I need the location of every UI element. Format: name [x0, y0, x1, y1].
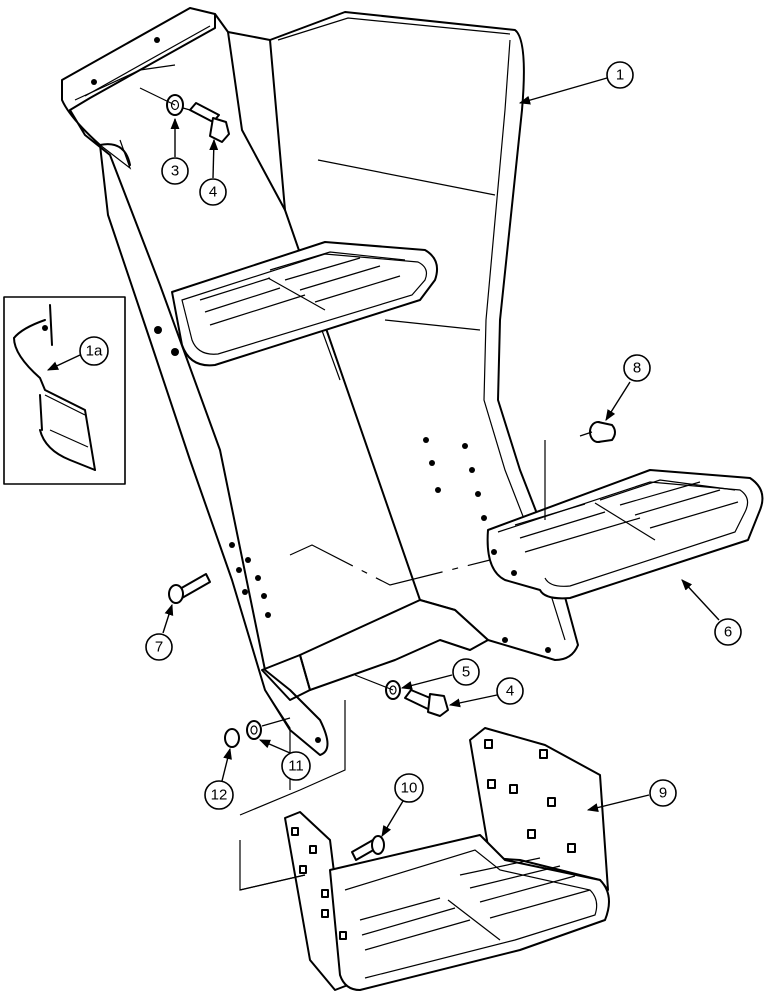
callout-6-label: 6	[724, 624, 732, 641]
callout-1-label: 1	[616, 67, 624, 84]
callout-8-label: 8	[633, 360, 641, 377]
callout-10: 10	[381, 773, 424, 837]
callout-8: 8	[605, 354, 651, 421]
callouts: 1 1a 3 4 8 6 7	[46, 61, 742, 837]
inset-detail-1a	[3, 296, 126, 485]
callout-7-label: 7	[155, 639, 163, 656]
callout-3-label: 3	[171, 163, 179, 180]
callout-9-label: 9	[659, 785, 667, 802]
callout-12-label: 12	[211, 787, 228, 804]
callout-1: 1	[518, 61, 634, 105]
callout-11: 11	[258, 739, 311, 781]
callout-6: 6	[681, 579, 742, 646]
callout-11-label: 11	[288, 758, 304, 775]
middle-step-tread	[486, 469, 764, 600]
callout-10-label: 10	[401, 780, 418, 797]
lower-step-assembly	[284, 727, 610, 991]
callout-5-label: 5	[462, 664, 470, 681]
callout-12: 12	[204, 747, 234, 810]
callout-7: 7	[145, 603, 174, 661]
callout-5: 5	[400, 658, 480, 690]
callout-1a-label: 1a	[86, 343, 103, 360]
callout-4-lower-label: 4	[506, 683, 514, 700]
callout-9: 9	[586, 779, 677, 812]
callout-4-upper-label: 4	[209, 184, 217, 201]
step-frame	[61, 7, 579, 790]
upper-step-tread	[171, 241, 438, 367]
callout-4-upper: 4	[199, 138, 227, 206]
assembly-lines	[139, 87, 593, 891]
callout-4-lower: 4	[448, 677, 524, 708]
callout-1a: 1a	[46, 336, 109, 371]
callout-3: 3	[161, 117, 189, 185]
fasteners	[166, 94, 616, 861]
